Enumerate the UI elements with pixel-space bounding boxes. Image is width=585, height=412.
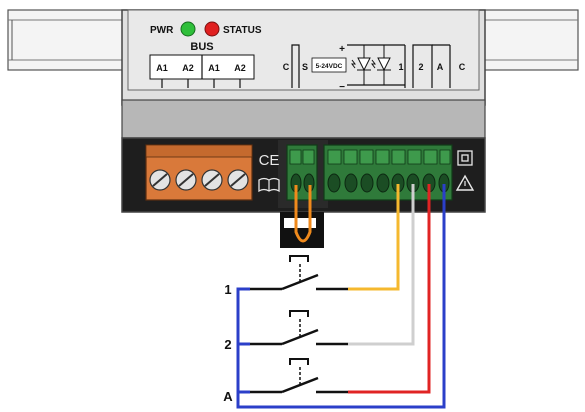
screw-terminal-icon [227, 169, 249, 191]
switch-1: 1 [224, 255, 348, 297]
bus-terminal-a1-2: A1 [208, 63, 220, 73]
double-insulation-icon [457, 150, 473, 166]
status-led-icon [204, 21, 220, 37]
input-c-right: C [459, 62, 466, 72]
cs-connector [286, 144, 318, 201]
input-minus: − [339, 82, 345, 93]
input-schematic: C S 5-24VDC + − 1 2 A C [283, 44, 466, 93]
bus-terminal-block [145, 144, 253, 201]
screw-terminal-icon [201, 169, 223, 191]
wire-input-1 [348, 184, 400, 291]
bus-terminal-a2-2: A2 [234, 63, 246, 73]
surge-arrow-icon [371, 59, 376, 69]
input-s: S [302, 62, 308, 72]
pwr-label: PWR [150, 25, 174, 36]
input-terminal-1: 1 [398, 62, 403, 72]
warning-triangle-icon [455, 174, 475, 191]
input-plus: + [339, 44, 345, 55]
screw-terminal-icon [175, 169, 197, 191]
bus-group: BUS A1 A2 A1 A2 [149, 41, 255, 88]
switch-2-label: 2 [224, 337, 231, 352]
switch-a-label: A [223, 389, 233, 404]
wire-common [236, 184, 446, 409]
wire-input-a [348, 184, 431, 394]
input-c-left: C [283, 62, 290, 72]
pwr-led-icon [180, 21, 196, 37]
switch-a: A [223, 358, 348, 404]
ce-mark: CE [259, 152, 280, 169]
bus-terminal-a2-1: A2 [182, 63, 194, 73]
surge-arrow-icon [351, 59, 356, 69]
indicator-panel: PWR STATUS [150, 21, 262, 37]
bus-terminal-a1-1: A1 [156, 63, 168, 73]
wire-input-2 [348, 184, 415, 346]
input-connector [323, 144, 453, 201]
book-icon [258, 177, 280, 193]
input-terminal-a: A [437, 62, 444, 72]
field-wires [236, 184, 446, 409]
switch-2: 2 [224, 310, 348, 352]
diode-icon [377, 45, 391, 85]
status-label: STATUS [223, 25, 262, 36]
switch-1-label: 1 [224, 282, 231, 297]
input-voltage: 5-24VDC [316, 63, 343, 70]
input-terminal-2: 2 [418, 62, 423, 72]
bus-title: BUS [190, 41, 213, 53]
screw-terminal-icon [149, 169, 171, 191]
bridge-wire [280, 185, 324, 248]
diode-icon [357, 45, 371, 85]
